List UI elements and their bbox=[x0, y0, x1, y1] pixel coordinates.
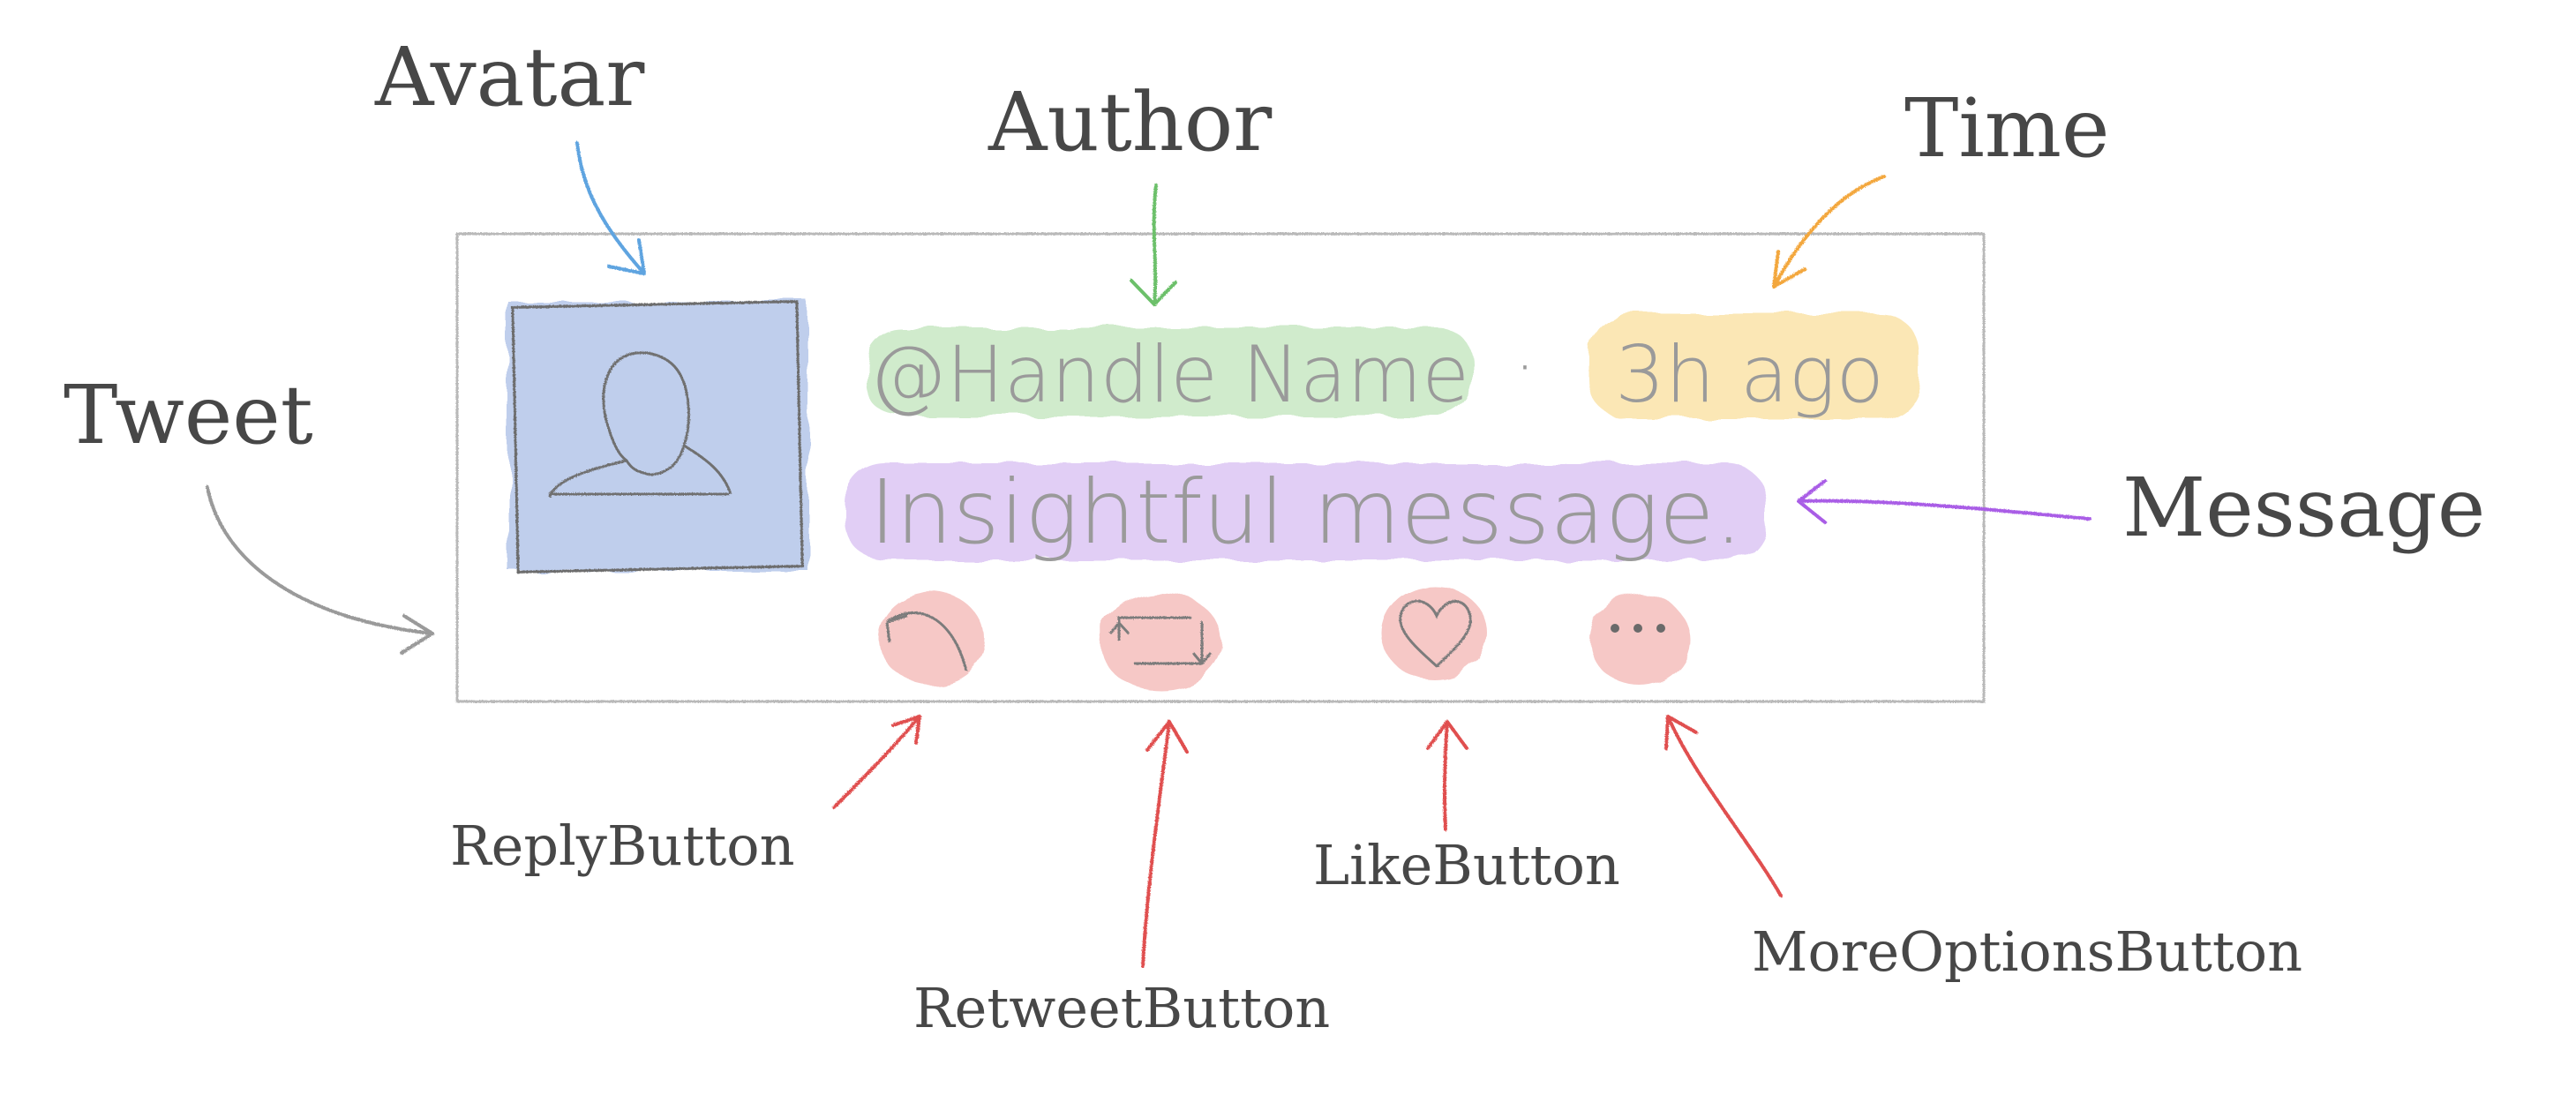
message-arrow bbox=[1797, 479, 2092, 524]
author-time-separator: · bbox=[1515, 331, 1535, 403]
label-like-button: LikeButton bbox=[1313, 833, 1620, 897]
reply-button[interactable] bbox=[878, 592, 984, 684]
like-button[interactable] bbox=[1381, 586, 1487, 679]
author-arrow bbox=[1130, 184, 1177, 306]
person-silhouette-icon bbox=[548, 351, 732, 498]
tweet-card-outline bbox=[455, 232, 1986, 703]
time-arrow bbox=[1772, 175, 1886, 289]
retweet-arrow bbox=[1141, 720, 1189, 968]
like-arrow bbox=[1426, 720, 1468, 831]
label-message: Message bbox=[2122, 461, 2486, 555]
avatar bbox=[508, 300, 808, 574]
retweet-button[interactable] bbox=[1099, 593, 1222, 690]
tweet-time: 3h ago bbox=[1615, 329, 1884, 420]
label-time: Time bbox=[1904, 81, 2110, 176]
author-handle: @Handle Name bbox=[869, 329, 1469, 420]
more-options-button[interactable] bbox=[1589, 594, 1690, 686]
reply-arrow bbox=[832, 715, 921, 809]
heart-icon bbox=[1399, 599, 1472, 669]
avatar-arrow bbox=[575, 141, 646, 275]
message-highlight bbox=[845, 463, 1767, 560]
retweet-icon bbox=[1108, 616, 1213, 665]
time-highlight bbox=[1588, 313, 1919, 419]
author-highlight bbox=[865, 328, 1474, 416]
label-retweet-button: RetweetButton bbox=[913, 976, 1331, 1040]
label-avatar: Avatar bbox=[375, 30, 645, 124]
reply-arrow-icon bbox=[885, 611, 968, 671]
label-author: Author bbox=[988, 75, 1273, 169]
tweet-message: Insightful message. bbox=[869, 461, 1743, 564]
ellipsis-icon bbox=[1611, 624, 1665, 633]
label-reply-button: ReplyButton bbox=[450, 814, 795, 878]
label-more-options-button: MoreOptionsButton bbox=[1752, 919, 2303, 984]
more-options-arrow bbox=[1664, 715, 1783, 897]
label-tweet: Tweet bbox=[64, 368, 313, 462]
tweet-arrow bbox=[206, 485, 434, 655]
